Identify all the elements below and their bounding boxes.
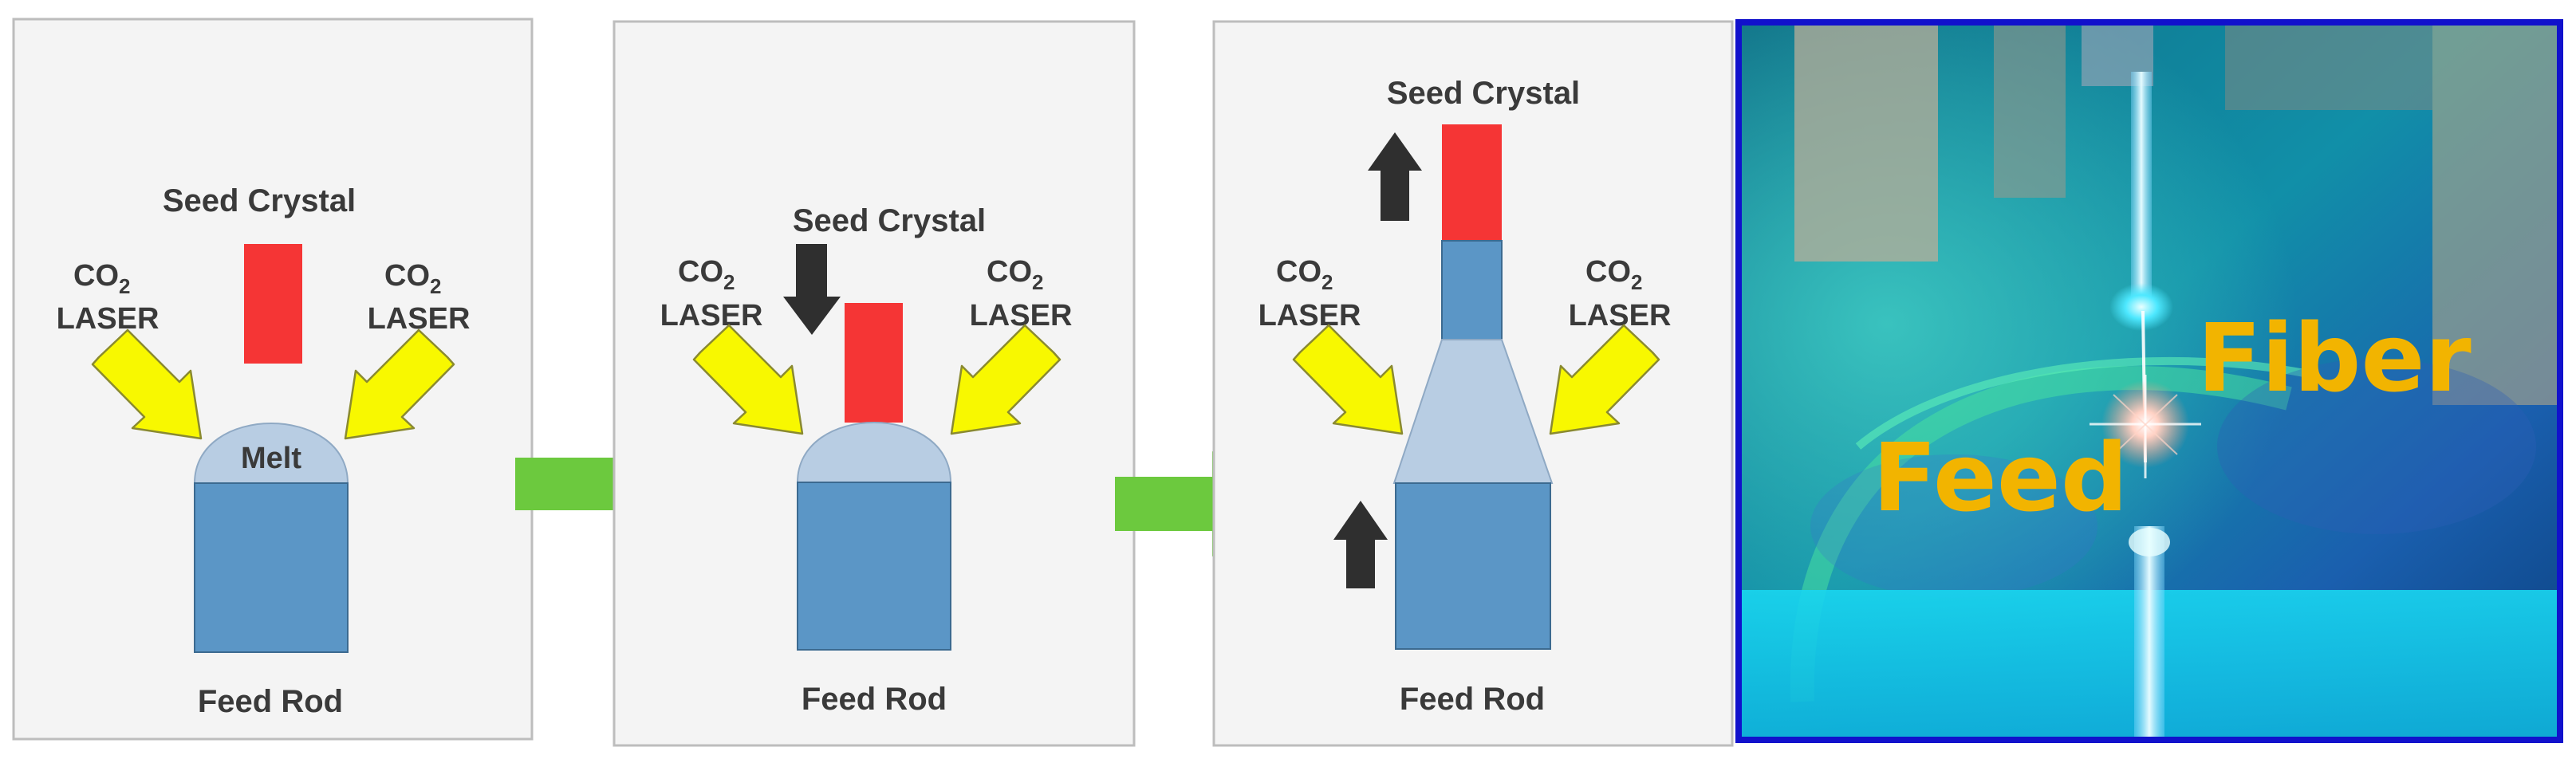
laser-left-word: LASER [660, 299, 763, 332]
melt-zone [193, 423, 349, 484]
melt-zone [1392, 339, 1554, 484]
laser-arrow-left-icon [1292, 324, 1404, 435]
laser-arrow-right-icon [950, 324, 1062, 435]
seed-crystal-label: Seed Crystal [793, 203, 986, 238]
photo-border [1735, 19, 2563, 743]
melt-zone [796, 422, 952, 483]
growth-photo: Fiber Feed [1735, 19, 2563, 743]
seed-crystal [244, 244, 302, 364]
feed-rod-label: Feed Rod [198, 684, 343, 719]
seed-crystal-label: Seed Crystal [163, 183, 356, 218]
panel-initial-melt: Seed Crystal CO2 LASER CO2 LASER Melt Fe… [12, 18, 534, 741]
laser-left-label: CO2 [678, 255, 735, 294]
laser-right-label: CO2 [1585, 255, 1642, 294]
laser-left-word: LASER [57, 302, 160, 336]
laser-left-word: LASER [1258, 299, 1361, 332]
laser-right-label: CO2 [384, 259, 441, 298]
feed-up-arrow-icon [1333, 501, 1388, 588]
feed-rod [1395, 482, 1551, 650]
feed-label: Feed [1873, 423, 2128, 533]
laser-right-label: CO2 [987, 255, 1043, 294]
lower-feed-rod [2134, 526, 2164, 740]
seed-crystal [1442, 124, 1502, 241]
panel-seeding: Seed Crystal CO2 LASER CO2 LASER Feed Ro… [612, 20, 1136, 747]
laser-left-label: CO2 [1276, 255, 1333, 294]
feed-rod [194, 482, 349, 653]
upper-fiber [2131, 72, 2152, 311]
feed-rod-label: Feed Rod [802, 682, 947, 717]
laser-left-label: CO2 [73, 259, 130, 298]
feed-rod-label: Feed Rod [1400, 682, 1545, 717]
seed-crystal [845, 303, 903, 423]
seed-crystal-label: Seed Crystal [1387, 76, 1580, 111]
seed-down-arrow-icon [783, 244, 841, 335]
laser-arrow-left-icon [91, 328, 203, 440]
panel-pulling: Seed Crystal CO2 LASER CO2 LASER Feed Ro… [1212, 20, 1734, 747]
melt-label: Melt [241, 442, 301, 475]
laser-arrow-right-icon [1549, 324, 1660, 435]
feed-rod [797, 482, 951, 651]
laser-right-word: LASER [970, 299, 1073, 332]
laser-right-word: LASER [1569, 299, 1672, 332]
laser-arrow-right-icon [344, 328, 455, 440]
grown-fiber [1441, 240, 1503, 340]
fiber-label: Fiber [2197, 303, 2472, 413]
seed-up-arrow-icon [1368, 132, 1422, 221]
laser-arrow-left-icon [692, 324, 804, 435]
